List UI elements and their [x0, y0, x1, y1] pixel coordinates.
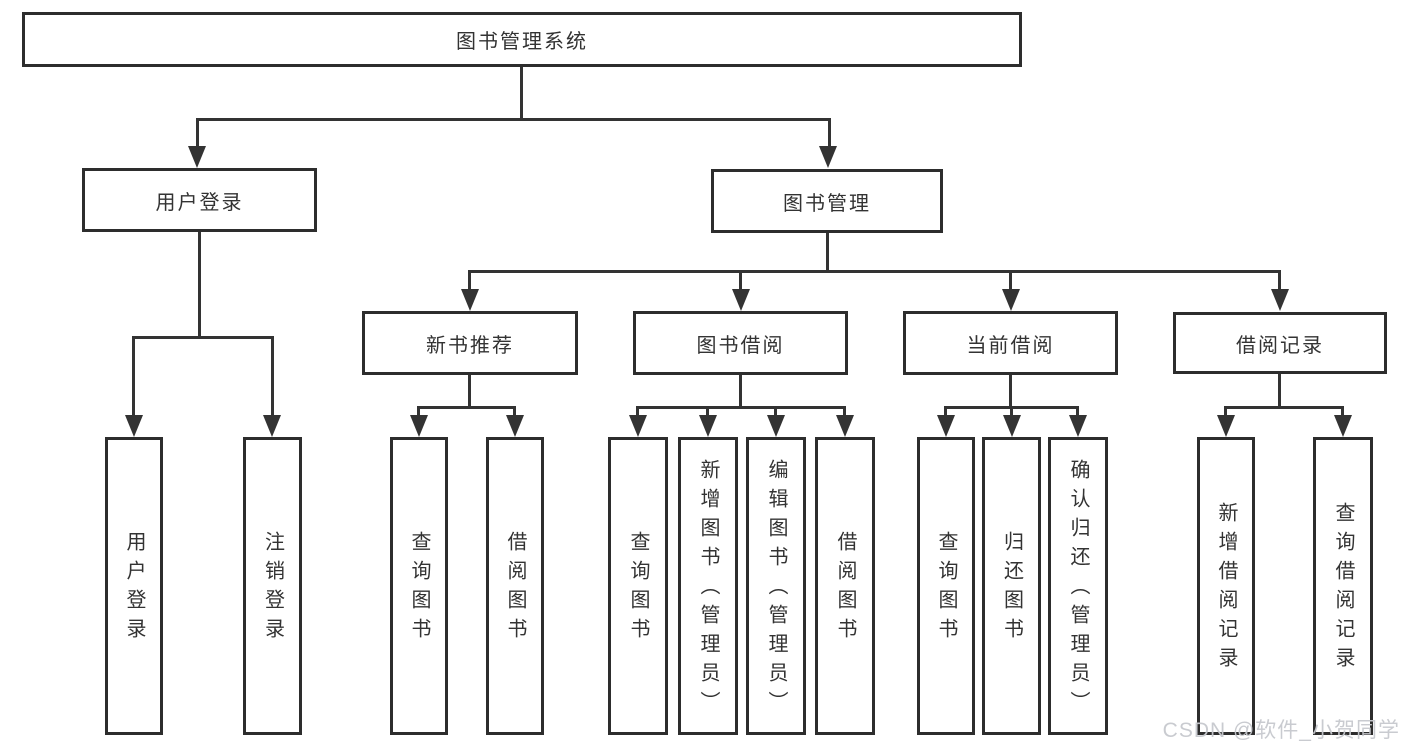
line-segment: [1278, 270, 1281, 292]
arrow-down-icon: [629, 415, 647, 437]
watermark: CSDN @软件_小贺同学: [1162, 719, 1400, 742]
line-segment: [417, 406, 420, 417]
arrow-down-icon: [263, 415, 281, 437]
arrow-down-icon: [188, 146, 206, 168]
line-segment: [774, 406, 777, 417]
line-segment: [132, 336, 274, 339]
arrow-down-icon: [461, 289, 479, 311]
arrow-down-icon: [836, 415, 854, 437]
leaf-cb-confirm-return-admin: 确认归还（管理员）: [1048, 437, 1108, 735]
line-segment: [417, 406, 516, 409]
arrow-down-icon: [1334, 415, 1352, 437]
line-segment: [843, 406, 846, 417]
line-segment: [513, 406, 516, 417]
leaf-rec-query-book: 查询图书: [390, 437, 448, 735]
line-segment: [132, 336, 135, 417]
arrow-down-icon: [1002, 289, 1020, 311]
line-segment: [1278, 374, 1281, 406]
line-segment: [468, 270, 1281, 273]
line-segment: [826, 233, 829, 270]
arrow-down-icon: [937, 415, 955, 437]
arrow-down-icon: [1217, 415, 1235, 437]
line-segment: [196, 118, 199, 150]
line-segment: [828, 118, 831, 150]
line-segment: [1224, 406, 1344, 409]
node-current-borrow: 当前借阅: [903, 311, 1118, 375]
line-segment: [739, 375, 742, 406]
line-segment: [1010, 406, 1013, 417]
line-segment: [1341, 406, 1344, 417]
arrow-down-icon: [125, 415, 143, 437]
line-segment: [1076, 406, 1079, 417]
line-segment: [271, 336, 274, 417]
line-segment: [1009, 270, 1012, 292]
line-segment: [520, 66, 523, 118]
arrow-down-icon: [506, 415, 524, 437]
line-segment: [636, 406, 639, 417]
line-segment: [196, 118, 831, 121]
leaf-bb-query-book: 查询图书: [608, 437, 668, 735]
node-user-login: 用户登录: [82, 168, 317, 232]
arrow-down-icon: [699, 415, 717, 437]
leaf-br-query-record: 查询借阅记录: [1313, 437, 1373, 735]
arrow-down-icon: [819, 146, 837, 168]
line-segment: [1009, 375, 1012, 406]
arrow-down-icon: [732, 289, 750, 311]
arrow-down-icon: [1271, 289, 1289, 311]
node-book-management: 图书管理: [711, 169, 943, 233]
node-borrow-record: 借阅记录: [1173, 312, 1387, 374]
line-segment: [198, 232, 201, 336]
leaf-bb-add-book-admin: 新增图书（管理员）: [678, 437, 738, 735]
arrow-down-icon: [1069, 415, 1087, 437]
line-segment: [1224, 406, 1227, 417]
line-segment: [468, 375, 471, 406]
line-segment: [739, 270, 742, 292]
leaf-user-login: 用户登录: [105, 437, 163, 735]
leaf-bb-borrow-book: 借阅图书: [815, 437, 875, 735]
node-root-system: 图书管理系统: [22, 12, 1022, 67]
line-segment: [468, 270, 471, 292]
line-segment: [636, 406, 846, 409]
arrow-down-icon: [1003, 415, 1021, 437]
leaf-rec-borrow-book: 借阅图书: [486, 437, 544, 735]
line-segment: [944, 406, 947, 417]
node-new-book-recommend: 新书推荐: [362, 311, 578, 375]
leaf-cb-query-book: 查询图书: [917, 437, 975, 735]
arrow-down-icon: [410, 415, 428, 437]
leaf-br-add-record: 新增借阅记录: [1197, 437, 1255, 735]
leaf-bb-edit-book-admin: 编辑图书（管理员）: [746, 437, 806, 735]
arrow-down-icon: [767, 415, 785, 437]
leaf-cb-return-book: 归还图书: [982, 437, 1041, 735]
node-book-borrow: 图书借阅: [633, 311, 848, 375]
leaf-logout: 注销登录: [243, 437, 302, 735]
line-segment: [706, 406, 709, 417]
